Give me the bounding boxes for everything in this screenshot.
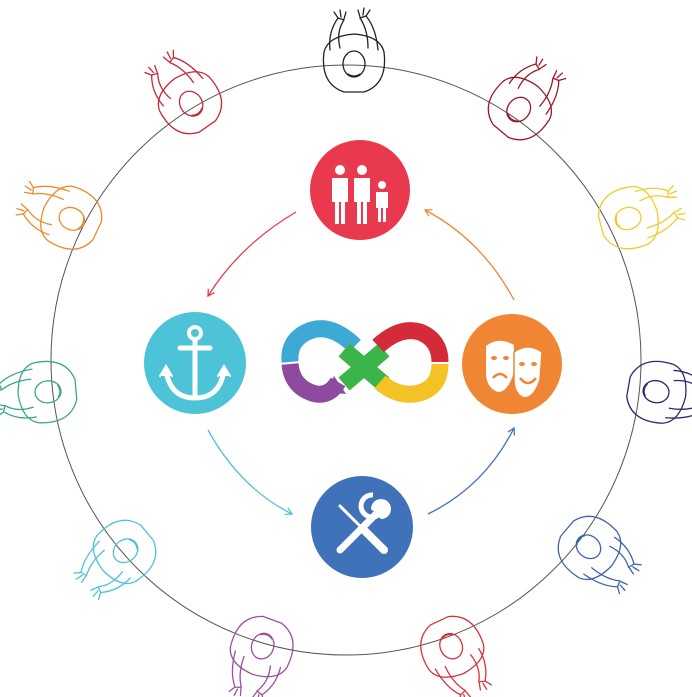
- person-left-upper: [15, 180, 103, 250]
- person-left: [0, 360, 78, 424]
- table-ring: [50, 64, 642, 656]
- person-top-left: [144, 49, 223, 135]
- person-top-right: [487, 56, 567, 141]
- wrench-screwdriver-icon: [336, 492, 391, 554]
- node-stability: [144, 312, 246, 414]
- infinity-segment-green-cross: [338, 343, 390, 391]
- person-right-lower: [557, 515, 642, 595]
- infinity-segment-red: [372, 322, 449, 363]
- people-around-table: [0, 7, 692, 697]
- arrow-people-to-stability: [207, 211, 297, 298]
- node-people: [310, 140, 410, 240]
- arrow-stability-to-tools: [207, 429, 294, 516]
- family-icon: [332, 165, 388, 224]
- anchor-icon: [159, 325, 231, 401]
- node-culture: [462, 314, 562, 414]
- person-right-upper: [597, 185, 686, 250]
- infinity-segment-blue: [281, 320, 361, 363]
- arrow-culture-to-people: [423, 209, 515, 301]
- theater-masks-icon: [486, 340, 543, 399]
- infinity-segment-yellow: [374, 363, 449, 403]
- infinity-loop-icon: [281, 320, 449, 403]
- person-left-lower: [73, 519, 157, 601]
- person-right: [626, 360, 692, 424]
- cycle-arrows: [207, 209, 516, 516]
- person-top: [322, 7, 386, 93]
- person-bottom-left: [228, 615, 294, 697]
- arrow-tools-to-culture: [427, 426, 516, 515]
- node-tools: [311, 476, 413, 578]
- person-bottom-right: [420, 615, 492, 697]
